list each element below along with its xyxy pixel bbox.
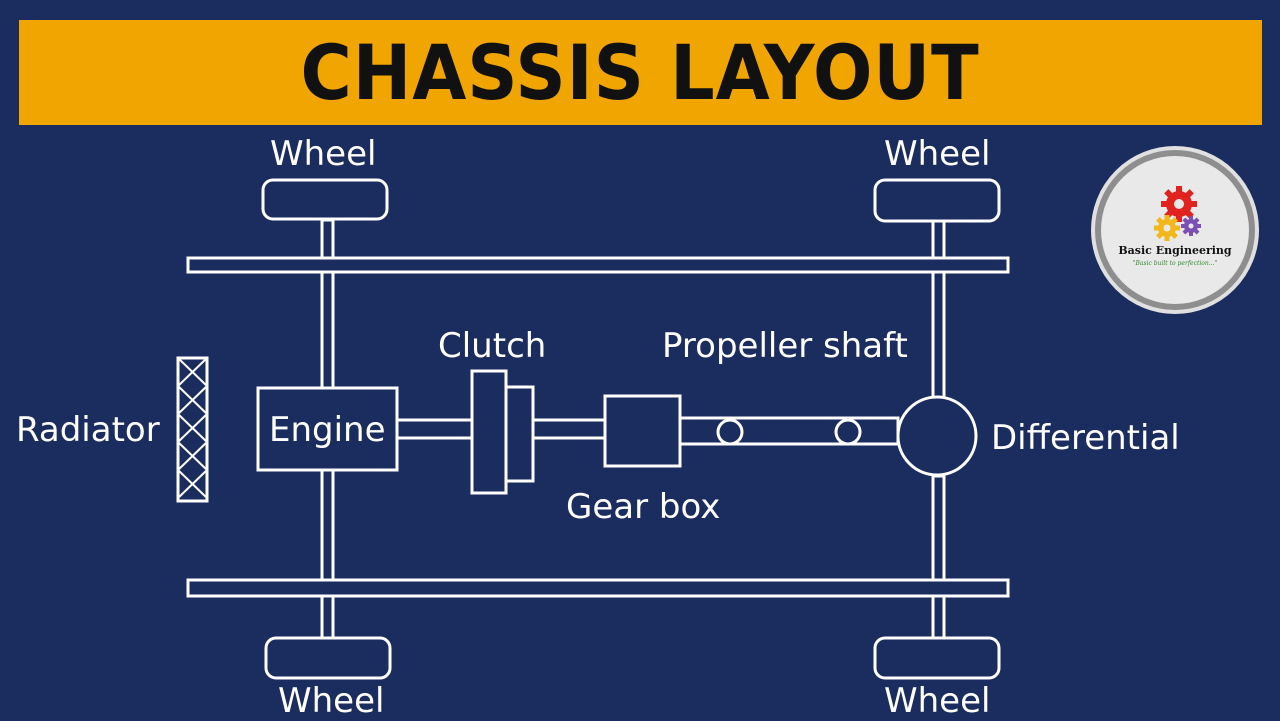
logo-tagline: "Basic built to perfection..."	[1132, 260, 1218, 267]
rear-axle-lower	[931, 474, 946, 642]
universal-joint-rear	[834, 418, 862, 446]
differential	[896, 395, 978, 477]
clutch-plate-front	[470, 369, 508, 495]
title-banner: CHASSIS LAYOUT	[19, 20, 1262, 125]
gears-icon	[1154, 186, 1201, 241]
wheel-label-top-left: Wheel	[270, 134, 377, 174]
wheel-bottom-left	[264, 636, 392, 680]
clutch-shaft	[531, 418, 607, 440]
wheel-label-top-right: Wheel	[884, 134, 991, 174]
clutch-plate-rear	[504, 385, 535, 483]
engine-shaft	[395, 418, 474, 440]
wheel-bottom-right	[873, 636, 1001, 680]
frame-rail-top	[186, 256, 1010, 274]
frame-rail-bottom	[186, 578, 1010, 598]
wheel-top-left	[261, 178, 389, 221]
clutch-label: Clutch	[438, 326, 547, 366]
rear-axle-upper	[931, 218, 946, 400]
radiator-label: Radiator	[16, 410, 160, 450]
universal-joint-front	[716, 418, 744, 446]
wheel-top-right	[873, 178, 1001, 223]
page-title: CHASSIS LAYOUT	[300, 28, 981, 117]
propeller-shaft-label: Propeller shaft	[662, 326, 908, 366]
engine-label: Engine	[269, 410, 386, 450]
brand-logo: Basic Engineering "Basic built to perfec…	[1091, 146, 1259, 314]
radiator	[176, 356, 209, 503]
wheel-label-bottom-left: Wheel	[278, 681, 385, 721]
propeller-shaft	[678, 416, 900, 446]
radiator-hatch	[177, 357, 208, 499]
gear-box-label: Gear box	[566, 487, 721, 527]
logo-name: Basic Engineering	[1118, 244, 1232, 257]
engine-box	[256, 386, 399, 472]
differential-label: Differential	[991, 418, 1180, 458]
wheel-label-bottom-right: Wheel	[884, 681, 991, 721]
gear-box	[603, 394, 682, 468]
